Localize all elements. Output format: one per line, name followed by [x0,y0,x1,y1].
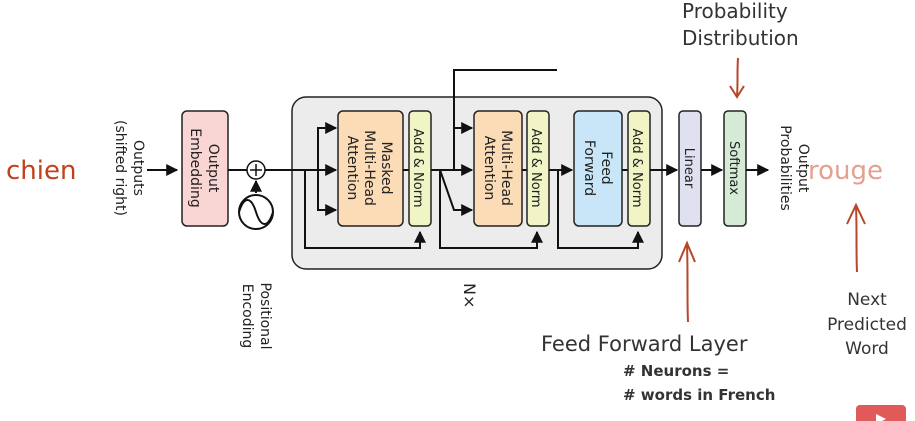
positional-encoding-line1: Positional [257,283,273,350]
corner-play-icon[interactable] [856,405,906,421]
attention-query-branch [439,169,474,216]
next-predicted-word-line2: Predicted [827,315,907,335]
output-embedding-line2: Embedding [187,128,203,207]
encoder-input-branch [453,128,474,176]
residual-3-line [557,170,644,249]
feed-forward-layer-arrow-icon [678,240,696,323]
output-probabilities-line2: Probabilities [777,125,793,211]
attention-block [473,110,523,227]
neurons-note-line2: # words in French [623,386,775,404]
output-embedding-label: Output Embedding [187,128,221,207]
add-norm-1-label: Add & Norm [410,128,425,207]
add-norm-3-block [627,110,651,227]
nx-label: N× [460,283,479,308]
masked-attention-line1: Masked [378,141,394,194]
probability-distribution-line2: Distribution [682,26,799,50]
output-word: rouge [808,156,883,186]
neurons-note-line1: # Neurons = [623,362,729,380]
feed-forward-label: Feed Forward [581,140,614,196]
add-norm-2-label: Add & Norm [528,128,543,207]
linear-label: Linear [681,148,696,189]
attention-label: Multi-Head Attention [481,130,514,206]
input-word: chien [6,156,76,186]
output-embedding-line1: Output [205,144,221,193]
outputs-label-line1: Outputs [130,140,146,196]
next-predicted-word-line3: Word [845,339,889,359]
output-probabilities-label: Output Probabilities [777,125,811,211]
feed-forward-line2: Forward [581,140,597,196]
feed-forward-line1: Feed [598,151,614,184]
residual-1-line [304,170,426,249]
linear-block [678,110,702,227]
add-norm-1-block [408,110,432,227]
masked-attention-line2: Multi-Head [361,130,377,206]
probability-distribution-line1: Probability [682,0,788,23]
masked-attention-line3: Attention [344,136,360,201]
positional-encoding-line2: Encoding [239,284,255,349]
softmax-block [723,110,747,227]
residual-2-line [439,170,543,249]
feed-forward-block [573,110,623,227]
outputs-label: Outputs (shifted right) [112,120,146,216]
add-norm-3-label: Add & Norm [629,128,644,207]
next-word-arrow-icon [846,202,866,273]
attention-line1: Multi-Head [498,130,514,206]
output-embedding-block [181,110,229,227]
feed-forward-layer-title: Feed Forward Layer [541,332,748,356]
positional-encoding-icon [238,194,274,230]
next-predicted-word-line1: Next [847,290,887,310]
positional-encoding-label: Positional Encoding [239,283,273,350]
masked-attention-block [337,110,404,227]
sum-node-icon [246,160,266,180]
encoder-input-line [453,69,557,134]
add-norm-2-block [526,110,550,227]
attention-line2: Attention [481,136,497,201]
masked-attention-label: Masked Multi-Head Attention [344,130,394,206]
outputs-label-line2: (shifted right) [112,120,128,216]
softmax-label: Softmax [726,141,741,195]
output-probabilities-line1: Output [795,144,811,193]
probability-distribution-arrow-icon [729,57,745,99]
